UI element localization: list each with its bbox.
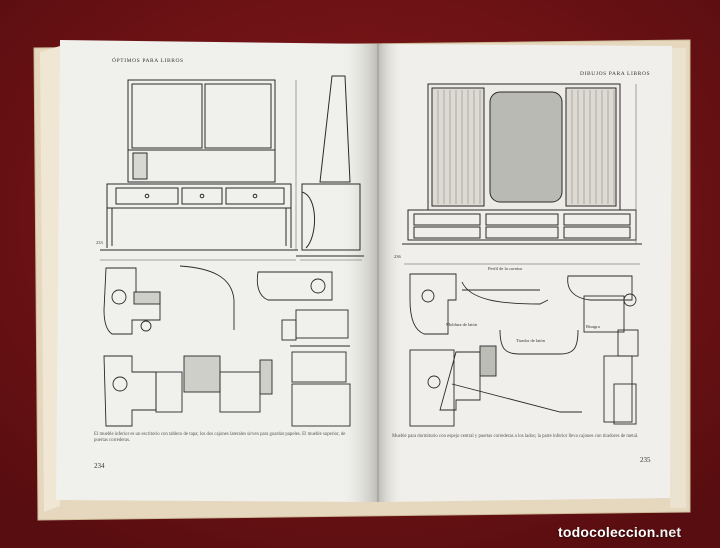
right-running-header: DIBUJOS PARA LIBROS <box>580 71 651 77</box>
left-caption: El mueble inferior es un escritorio con … <box>94 432 346 444</box>
left-detail-drawings <box>103 265 351 427</box>
left-cabinet-side-view <box>296 75 364 257</box>
page-edges-left <box>40 46 60 512</box>
gutter-shadow-right <box>378 44 404 502</box>
label-moldura: Moldura de latón <box>446 322 477 327</box>
right-figure-number: 236 <box>394 254 401 259</box>
left-cabinet-front-view <box>100 79 298 251</box>
dimension-lines <box>100 80 640 265</box>
right-door-slats <box>437 90 615 204</box>
left-running-header: ÓPTIMOS PARA LIBROS <box>112 58 184 64</box>
watermark-brand: todocoleccion <box>558 524 656 540</box>
right-detail-drawings <box>409 273 639 427</box>
label-top-profile: Perfil de la cornisa <box>488 266 522 271</box>
page-edges-right <box>668 48 686 508</box>
label-tirador: Tirador de latón <box>516 338 545 343</box>
left-figure-number: 233 <box>96 240 103 245</box>
right-caption: Mueble para dormitorio con espejo centra… <box>392 434 639 439</box>
left-page-number: 234 <box>94 462 105 470</box>
right-wardrobe-front-view <box>402 83 642 245</box>
right-page-number: 235 <box>640 456 651 464</box>
watermark-tld: .net <box>655 524 682 540</box>
watermark: todocoleccion.net <box>558 524 681 540</box>
label-bisagra: Bisagra <box>586 324 600 329</box>
